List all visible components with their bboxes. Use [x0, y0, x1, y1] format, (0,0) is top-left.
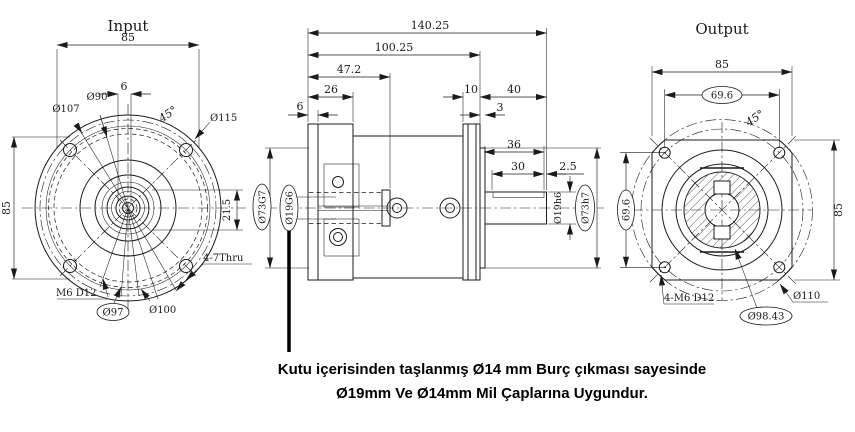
- input-label-d100: Ø100: [149, 305, 176, 316]
- svg-text:10: 10: [464, 83, 478, 96]
- input-title: Input: [108, 17, 149, 35]
- dim-shaft-fit: Ø19h6: [548, 176, 576, 240]
- dim-input-plate: 6: [288, 100, 338, 119]
- dim-keyway: 30: [491, 160, 545, 178]
- output-label-tapped-holes-group: 4-M6 D12: [659, 274, 714, 305]
- input-label-d90: Ø90: [87, 92, 108, 103]
- dim-shaft-length: 40: [479, 83, 547, 101]
- output-title: Output: [695, 20, 748, 38]
- svg-text:Ø73h7: Ø73h7: [581, 192, 592, 224]
- input-leader-lines: [57, 94, 252, 304]
- svg-text:3: 3: [497, 101, 504, 114]
- svg-text:2.5: 2.5: [559, 160, 577, 173]
- dim-body-length: 100.25: [307, 41, 481, 59]
- input-dim-height-text: 85: [0, 201, 13, 215]
- output-label-bolt-circle: Ø98.43: [748, 312, 785, 323]
- input-dim-width-text: 85: [121, 31, 135, 44]
- svg-text:6: 6: [297, 100, 304, 113]
- svg-text:40: 40: [507, 83, 521, 96]
- svg-text:69.6: 69.6: [711, 91, 733, 102]
- dim-total-length: 140.25: [307, 19, 547, 37]
- output-flange-view: 85 69.6 45° 69.6 85 4: [617, 20, 845, 326]
- svg-text:85: 85: [832, 203, 845, 217]
- input-label-tapped: M6 D12: [56, 288, 97, 299]
- input-label-d97: Ø97: [103, 308, 124, 319]
- svg-text:Ø19h6: Ø19h6: [553, 192, 564, 224]
- input-label-thru-holes: 4-7Thru: [203, 253, 244, 264]
- svg-text:100.25: 100.25: [375, 41, 414, 54]
- dim-input-bore: Ø19G6: [279, 184, 336, 352]
- output-label-d110: Ø110: [793, 291, 820, 302]
- dim-shaft-tip: 2.5: [546, 160, 584, 178]
- output-label-angle: 45°: [742, 107, 766, 129]
- dim-keyway-end: 36: [483, 138, 545, 156]
- input-label-d107: Ø107: [52, 104, 79, 115]
- svg-text:Ø19G6: Ø19G6: [285, 191, 296, 225]
- dim-output-pilot: Ø73h7: [482, 147, 601, 269]
- input-label-d115: Ø115: [210, 113, 237, 124]
- output-label-bolt-circle-group: Ø98.43: [734, 248, 793, 326]
- note-block: Kutu içerisinden taşlanmış Ø14 mm Burç ç…: [278, 361, 707, 402]
- note-line-1: Kutu içerisinden taşlanmış Ø14 mm Burç ç…: [278, 361, 707, 378]
- input-dim-slot: 6: [98, 80, 151, 98]
- note-line-2: Ø19mm Ve Ø14mm Mil Çaplarına Uygundur.: [336, 385, 648, 402]
- input-clamp-detail: [323, 163, 360, 257]
- dim-input-flange: 26: [307, 83, 354, 101]
- dim-input-pilot: Ø73G7: [252, 147, 309, 269]
- housing-screws: [386, 197, 461, 219]
- input-label-d97-bubble: Ø97: [96, 303, 130, 321]
- output-dim-width: 85: [651, 58, 793, 136]
- input-dim-offset: 21.5: [152, 189, 243, 231]
- svg-text:26: 26: [324, 83, 338, 96]
- output-shaft-keyway: [492, 191, 545, 198]
- output-dim-holes-height: 69.6: [617, 152, 666, 268]
- output-dim-holes-width: 69.6: [664, 86, 780, 148]
- input-bolt-holes: [63, 143, 193, 273]
- side-section-view: 140.25 100.25 47.2 26 6 10 40: [252, 19, 604, 352]
- output-label-d110-group: Ø110: [779, 283, 828, 303]
- input-dim-height: 85: [0, 136, 70, 280]
- input-label-angle: 45°: [155, 103, 179, 125]
- input-dim-slot-text: 6: [121, 80, 128, 93]
- svg-text:30: 30: [511, 160, 525, 173]
- dim-output-flange: 10: [443, 83, 478, 101]
- input-dim-width: 85: [56, 31, 200, 148]
- input-flange-view: 85 6 85 21.5 Input Ø90 Ø107 45° Ø115 M6 …: [0, 17, 252, 321]
- input-dim-offset-text: 21.5: [222, 199, 233, 221]
- output-dim-height: 85: [794, 139, 845, 281]
- svg-text:69.6: 69.6: [622, 199, 633, 221]
- output-label-tapped-holes: 4-M6 D12: [664, 293, 714, 304]
- gear-section: [683, 167, 761, 253]
- svg-text:36: 36: [507, 138, 521, 151]
- dim-spigot: 3: [460, 101, 505, 119]
- svg-text:47.2: 47.2: [337, 63, 362, 76]
- svg-text:140.25: 140.25: [411, 19, 450, 32]
- dim-input-depth: 47.2: [307, 63, 391, 81]
- svg-text:Ø73G7: Ø73G7: [258, 190, 269, 224]
- svg-text:85: 85: [715, 58, 729, 71]
